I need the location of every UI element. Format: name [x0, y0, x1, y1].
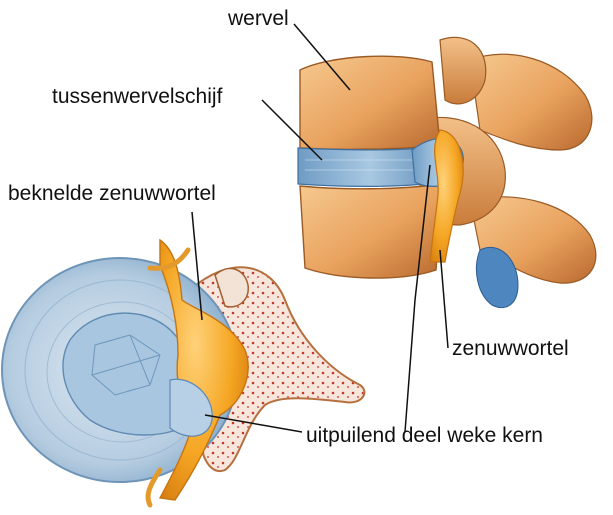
label-tussenwervelschijf: tussenwervelschijf — [52, 86, 222, 107]
label-uitpuilend-deel-weke-kern: uitpuilend deel weke kern — [306, 425, 543, 446]
label-zenuwwortel: zenuwwortel — [452, 338, 569, 359]
axial-cross-section — [2, 240, 364, 505]
label-wervel: wervel — [228, 8, 289, 29]
facet-joint — [440, 37, 486, 104]
leader-zenuwwortel — [440, 250, 448, 348]
vertebral-body-lower — [300, 184, 442, 278]
lateral-spine-view — [298, 37, 596, 307]
label-beknelde-zenuwwortel: beknelde zenuwwortel — [8, 183, 216, 204]
vertebral-body-upper — [300, 56, 440, 149]
